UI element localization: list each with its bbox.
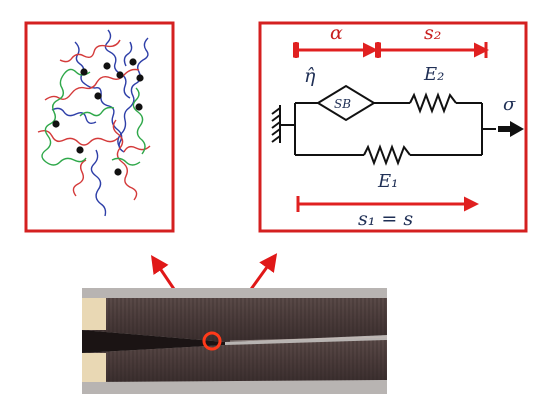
- spring-e2: [409, 92, 457, 114]
- e2-label: E₂: [423, 64, 444, 85]
- s1-label: s₁ = s: [358, 208, 413, 230]
- crosslink-dots: [52, 58, 144, 176]
- blue-chains: [51, 29, 149, 217]
- crack-tip-marker: [202, 331, 222, 351]
- sb-element-diamond: [316, 84, 376, 122]
- green-chains: [41, 68, 146, 166]
- rheological-model-panel: α s₂ SB η̂ E₂: [258, 21, 528, 233]
- circuit-wires: [280, 102, 496, 156]
- s2-label: s₂: [424, 22, 441, 44]
- sb-label: SB: [334, 97, 351, 111]
- fixed-wall-icon: [271, 105, 281, 143]
- upper-grip: [82, 298, 106, 330]
- eta-hat-label: η̂: [304, 65, 316, 87]
- spring-e1: [363, 144, 411, 166]
- alpha-label: α: [330, 22, 343, 44]
- network-panel-border: [24, 21, 175, 233]
- polymer-network-panel: [24, 21, 175, 233]
- sigma-label: σ: [503, 94, 516, 115]
- crack-specimen-photo: [82, 288, 388, 394]
- lower-grip: [82, 353, 106, 382]
- e1-label: E₁: [377, 171, 398, 192]
